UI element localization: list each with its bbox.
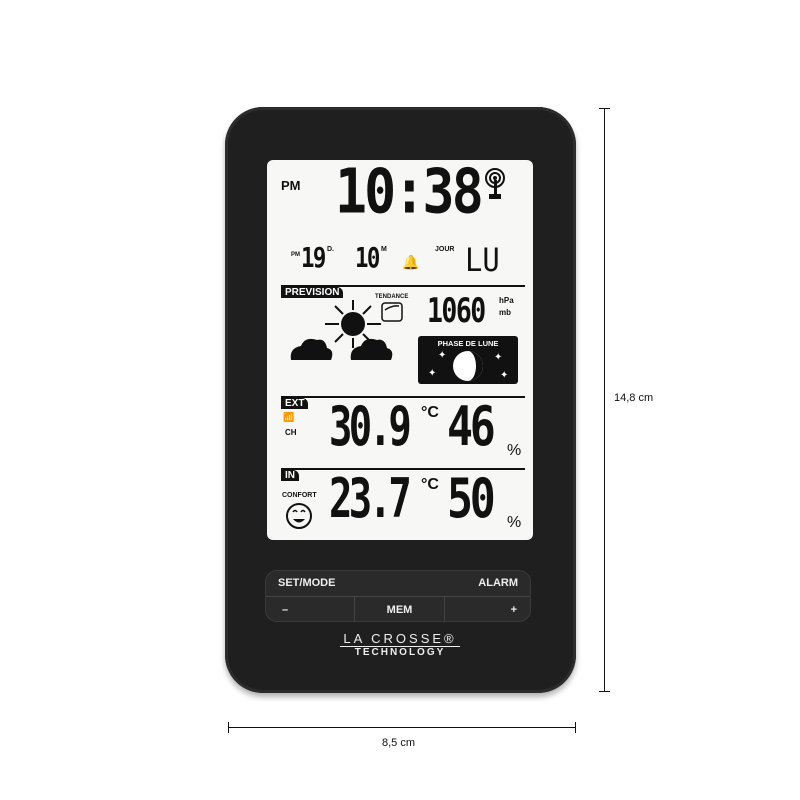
- weekday: LU: [465, 241, 500, 279]
- svg-text:✦: ✦: [494, 352, 502, 363]
- pressure-trend-icon: [381, 302, 403, 322]
- button-panel: SET/MODE ALARM – MEM +: [265, 570, 531, 622]
- minus-button[interactable]: –: [282, 603, 289, 616]
- forecast-sunny-cloudy-icon: [290, 300, 393, 360]
- divider: [444, 596, 445, 622]
- width-dimension-line: [228, 727, 575, 728]
- clock-time: 10:38: [335, 160, 484, 228]
- set-mode-button[interactable]: SET/MODE: [278, 577, 336, 589]
- brand-line2: TECHNOLOGY: [354, 647, 446, 658]
- pressure-value: 1060: [427, 291, 486, 331]
- pressure-unit-mb: mb: [499, 308, 511, 317]
- dimension-tick: [599, 108, 610, 109]
- indoor-humidity-unit: %: [507, 514, 522, 531]
- divider: [281, 285, 525, 287]
- alarm-hour: 19: [301, 241, 326, 274]
- channel-label: CH: [285, 428, 297, 437]
- alarm-minute: 10: [355, 241, 380, 274]
- weekday-label: JOUR: [435, 246, 455, 253]
- comfort-smiley-icon: [286, 503, 312, 529]
- outdoor-humidity: 46: [447, 395, 496, 458]
- indoor-temp-unit: °C: [421, 476, 439, 493]
- outdoor-temperature: 30.9: [329, 395, 412, 458]
- moon-icon: ✦✦✦✦: [428, 350, 508, 381]
- outdoor-humidity-unit: %: [507, 442, 522, 459]
- pressure-unit-hpa: hPa: [499, 296, 514, 305]
- lcd-screen: PM 10:38 PM 19 D. 10 M 🔔 JOUR LU PREVISI…: [267, 160, 533, 540]
- divider: [354, 596, 355, 622]
- indoor-temperature: 23.7: [329, 467, 412, 530]
- divider: [266, 596, 530, 597]
- dimension-tick: [228, 722, 229, 733]
- indoor-humidity: 50: [447, 467, 496, 530]
- forecast-label: PREVISION: [281, 287, 344, 298]
- comfort-label: CONFORT: [282, 492, 317, 499]
- trend-label: TENDANCE: [375, 294, 409, 300]
- width-label: 8,5 cm: [382, 737, 416, 749]
- brand-logo: LA CROSSE® TECHNOLOGY: [340, 632, 460, 659]
- brand-line1: LA CROSSE®: [340, 632, 460, 647]
- day-unit: D.: [327, 246, 334, 253]
- mem-button[interactable]: MEM: [386, 603, 413, 616]
- height-dimension-line: [604, 108, 605, 692]
- outdoor-label: EXT: [281, 398, 309, 409]
- moon-phase-panel: PHASE DE LUNE ✦✦✦✦: [418, 336, 518, 384]
- clock-ampm: PM: [281, 178, 301, 193]
- indoor-label: IN: [281, 470, 299, 481]
- plus-button[interactable]: +: [510, 603, 517, 616]
- alarm-ampm: PM: [291, 252, 300, 258]
- dimension-tick: [599, 691, 610, 692]
- radio-signal-icon: [485, 168, 505, 199]
- dimension-tick: [575, 722, 576, 733]
- month-unit: M: [381, 246, 387, 253]
- svg-text:✦: ✦: [500, 370, 508, 381]
- wifi-battery-icon: 📶: [283, 412, 295, 422]
- divider: [281, 468, 525, 470]
- alarm-button[interactable]: ALARM: [478, 577, 518, 589]
- svg-text:✦: ✦: [438, 350, 446, 361]
- moon-phase-label: PHASE DE LUNE: [437, 339, 499, 348]
- outdoor-temp-unit: °C: [421, 404, 439, 421]
- height-label: 14,8 cm: [614, 392, 654, 404]
- alarm-bell-icon: 🔔: [402, 254, 420, 270]
- divider: [281, 396, 525, 398]
- svg-text:✦: ✦: [428, 368, 436, 379]
